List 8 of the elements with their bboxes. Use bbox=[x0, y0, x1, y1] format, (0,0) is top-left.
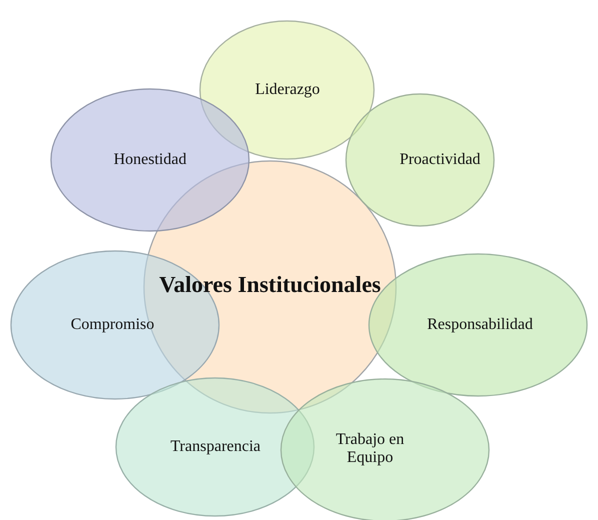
value-label: Trabajo en Equipo bbox=[334, 430, 406, 468]
value-label: Transparencia bbox=[170, 438, 261, 456]
value-label: Liderazgo bbox=[255, 80, 320, 100]
value-label: Compromiso bbox=[70, 316, 154, 334]
central-title: Valores Institucionales bbox=[159, 272, 381, 298]
value-label: Proactividad bbox=[400, 150, 480, 170]
value-label: Honestidad bbox=[114, 150, 186, 170]
value-label: Responsabilidad bbox=[427, 316, 533, 334]
